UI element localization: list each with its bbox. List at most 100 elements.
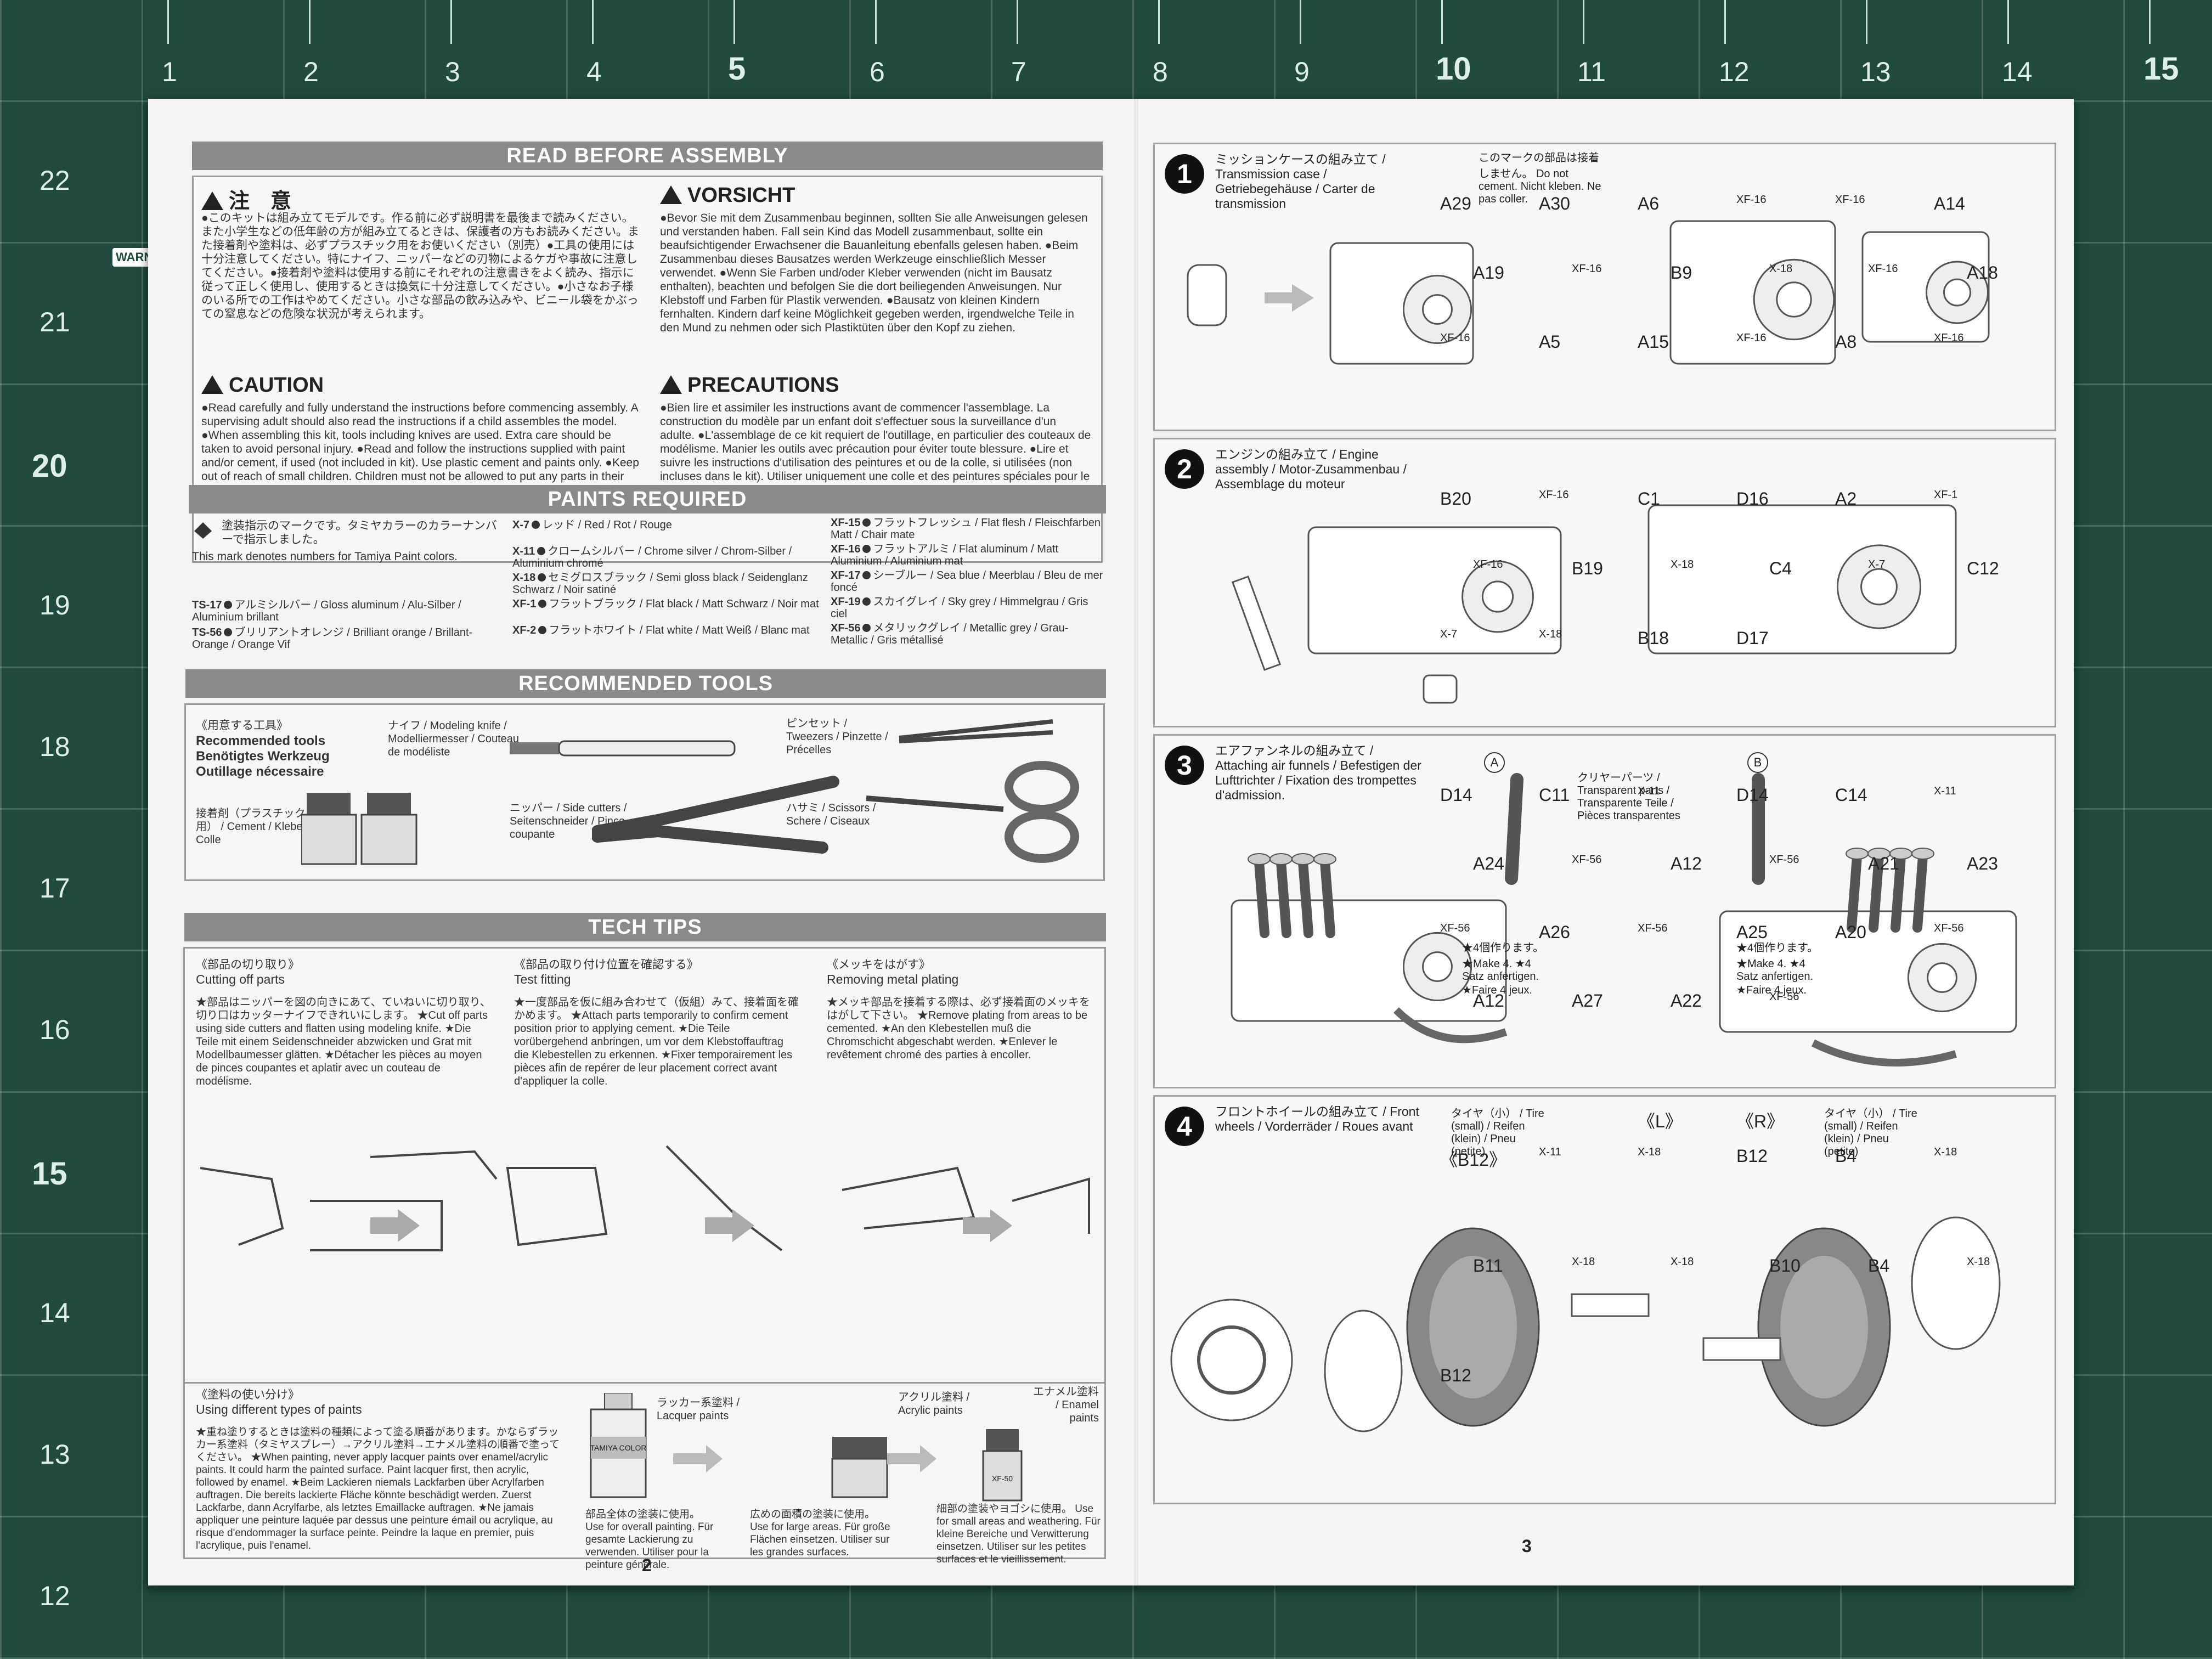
part-label: A19 [1473, 263, 1504, 283]
knife-icon [510, 740, 736, 757]
part-label: B19 [1572, 558, 1603, 578]
paint-code: X-7 [512, 519, 530, 531]
paint-dot-icon [538, 573, 546, 582]
ruler-top-number: 9 [1294, 57, 1310, 87]
part-label: X-18 [1769, 263, 1793, 275]
part-label: B12 [1440, 1365, 1471, 1385]
paints-box: 塗装指示のマークです。タミヤカラーのカラーナンバーで指示しました。 This m… [189, 517, 1105, 755]
ruler-top-number: 5 [728, 51, 746, 87]
ruler-top-number: 1 [162, 57, 177, 87]
part-label: A15 [1638, 332, 1669, 352]
scissors-label: ハサミ / Scissors / Schere / Ciseaux [786, 802, 876, 827]
left-page: READ BEFORE ASSEMBLY 注 意 ●このキットは組み立てモデルで… [148, 99, 1135, 1585]
ruler-top-number: 11 [1577, 57, 1606, 87]
tip1-title-jp: 《部品の切り取り》 [196, 958, 300, 971]
read-before-title: READ BEFORE ASSEMBLY [192, 142, 1103, 170]
paint-name: ブリリアントオレンジ / Brilliant orange / Brillant… [192, 627, 473, 651]
part-label: A12 [1473, 991, 1504, 1011]
en-warning-title: CAUTION [201, 374, 324, 397]
ruler-tick [2149, 0, 2151, 44]
part-label: B10 [1769, 1256, 1801, 1276]
ruler-tick [875, 0, 877, 44]
side-cutters-icon [592, 776, 839, 854]
step-illustration [1170, 1216, 2001, 1432]
make-four-note: ★4個作ります。 ★Make 4. ★4 Satz anfertigen. ★F… [1462, 942, 1544, 996]
part-label: A26 [1539, 922, 1570, 942]
tip2-title-jp: 《部品の取り付け位置を確認する》 [514, 958, 698, 971]
ruler-left-number: 14 [40, 1297, 70, 1328]
ruler-tick [592, 0, 594, 44]
part-label: A29 [1440, 194, 1471, 213]
tip1-title: Cutting off parts [196, 972, 285, 986]
part-label: D14 [1440, 785, 1472, 805]
part-label: XF-16 [1539, 489, 1569, 501]
ruler-left-number: 19 [40, 590, 70, 620]
part-label: A8 [1835, 332, 1857, 352]
paint-dot-icon [224, 601, 233, 609]
step-illustration [1187, 220, 1990, 365]
enamel-bottle-icon: XF-50 [982, 1429, 1023, 1502]
paint-name: レッド / Red / Rot / Rouge [542, 519, 672, 531]
ruler-left-number: 16 [40, 1014, 70, 1045]
ruler-left-number: 13 [40, 1439, 70, 1470]
acrylic-label: アクリル塗料 / Acrylic paints [898, 1391, 970, 1417]
part-label: X-18 [1967, 1256, 1990, 1268]
part-label: A30 [1539, 194, 1570, 213]
ruler-top-number: 3 [445, 57, 460, 87]
tip3-title-jp: 《メッキをはがす》 [827, 958, 930, 971]
step-number-badge: 3 [1165, 746, 1204, 785]
part-label: A20 [1835, 922, 1866, 942]
paint-code: X-11 [512, 545, 535, 557]
part-label: X-11 [1934, 785, 1956, 797]
paint-dot-icon [862, 545, 871, 553]
part-label: XF-16 [1572, 263, 1602, 275]
paint-name: アルミシルバー / Gloss aluminum / Alu-Silber / … [192, 599, 461, 623]
instruction-booklet: READ BEFORE ASSEMBLY 注 意 ●このキットは組み立てモデルで… [148, 99, 2074, 1585]
paint-intro-en: This mark denotes numbers for Tamiya Pai… [192, 550, 458, 563]
ruler-tick [1158, 0, 1160, 44]
paint-code: XF-56 [831, 622, 861, 634]
paint-entry: X-7 レッド / Red / Rot / Rouge [512, 519, 820, 531]
paint-dot-icon [862, 518, 871, 527]
ruler-left-number: 20 [32, 448, 67, 484]
ruler-tick [1017, 0, 1018, 44]
part-label: C14 [1835, 785, 1867, 805]
part-label: D14 [1736, 785, 1769, 805]
paint-dot-icon [862, 571, 871, 579]
paint-order-arrows [673, 1445, 936, 1472]
part-label: B18 [1638, 628, 1669, 648]
tip3-text: ★メッキ部品を接着する際は、必ず接着面のメッキをはがして下さい。 ★Remove… [827, 996, 1090, 1061]
callout-a-marker: A [1484, 752, 1505, 773]
tamiya-spray-can-icon: TAMIYA COLOR [590, 1393, 647, 1498]
tools-heading-fr: Outillage nécessaire [196, 764, 324, 779]
paint-name: クロームシルバー / Chrome silver / Chrom-Silber … [512, 545, 792, 569]
ruler-top-number: 4 [586, 57, 602, 87]
acrylic-use: 広めの面積の塗装に使用。 Use for large areas. Für gr… [750, 1509, 890, 1558]
left-side-marker: 《L》 [1638, 1111, 1683, 1131]
part-label: X-18 [1671, 1256, 1694, 1268]
part-label: A21 [1868, 854, 1899, 873]
part-label: XF-16 [1440, 332, 1470, 344]
tools-title: RECOMMENDED TOOLS [185, 669, 1106, 698]
tools-heading-de: Benötigtes Werkzeug [196, 749, 330, 764]
paint-code: XF-16 [831, 543, 861, 555]
de-warning-text: ●Bevor Sie mit dem Zusammenbau beginnen,… [660, 212, 1088, 334]
paint-name: フラットブラック / Flat black / Matt Schwarz / N… [549, 598, 819, 610]
part-label: A23 [1967, 854, 1998, 873]
enamel-label: エナメル塗料 / Enamel paints [1033, 1386, 1099, 1424]
tools-heading-jp: 《用意する工具》 [196, 719, 288, 732]
cutters-label: ニッパー / Side cutters / Seitenschneider / … [510, 802, 627, 840]
warning-triangle-icon [201, 375, 223, 394]
center-fold [1135, 99, 1138, 1585]
part-label: XF-56 [1934, 922, 1964, 934]
tweezers-label: ピンセット / Tweezers / Pinzette / Précelles [786, 718, 888, 756]
paint-dot-icon [532, 521, 540, 529]
